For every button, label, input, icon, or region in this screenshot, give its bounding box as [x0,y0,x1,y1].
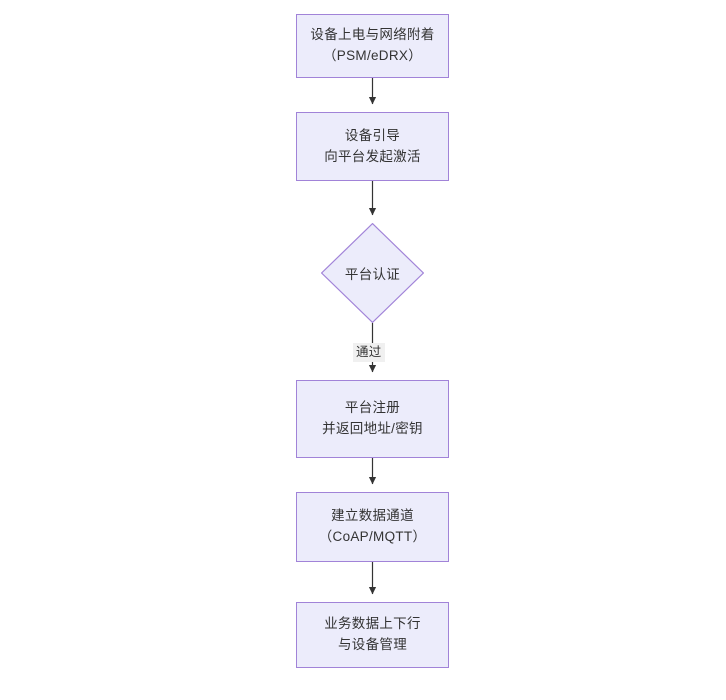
node-data-channel[interactable]: 建立数据通道 （CoAP/MQTT） [296,492,449,562]
edge-label-pass: 通过 [353,343,385,362]
node-platform-register[interactable]: 平台注册 并返回地址/密钥 [296,380,449,458]
node-power-on-line-2: （PSM/eDRX） [322,48,423,63]
node-platform-auth-label: 平台认证 [344,267,401,282]
node-business-data[interactable]: 业务数据上下行 与设备管理 [296,602,449,668]
node-power-on-line-1: 设备上电与网络附着 [310,27,435,43]
diamond-shape [321,223,424,323]
node-business-data-line-1: 业务数据上下行 [324,616,421,632]
node-bootstrap-line-1: 设备引导 [344,127,401,143]
node-business-data-line-2: 与设备管理 [338,637,407,652]
node-data-channel-line-2: （CoAP/MQTT） [318,529,427,544]
node-bootstrap[interactable]: 设备引导 向平台发起激活 [296,112,449,181]
node-power-on[interactable]: 设备上电与网络附着 （PSM/eDRX） [296,14,449,78]
node-bootstrap-line-2: 向平台发起激活 [324,148,421,164]
node-platform-register-line-2: 并返回地址/密钥 [322,421,423,436]
node-platform-auth[interactable]: 平台认证 [321,223,424,323]
node-data-channel-line-1: 建立数据通道 [331,508,414,524]
node-platform-register-line-1: 平台注册 [344,400,401,416]
